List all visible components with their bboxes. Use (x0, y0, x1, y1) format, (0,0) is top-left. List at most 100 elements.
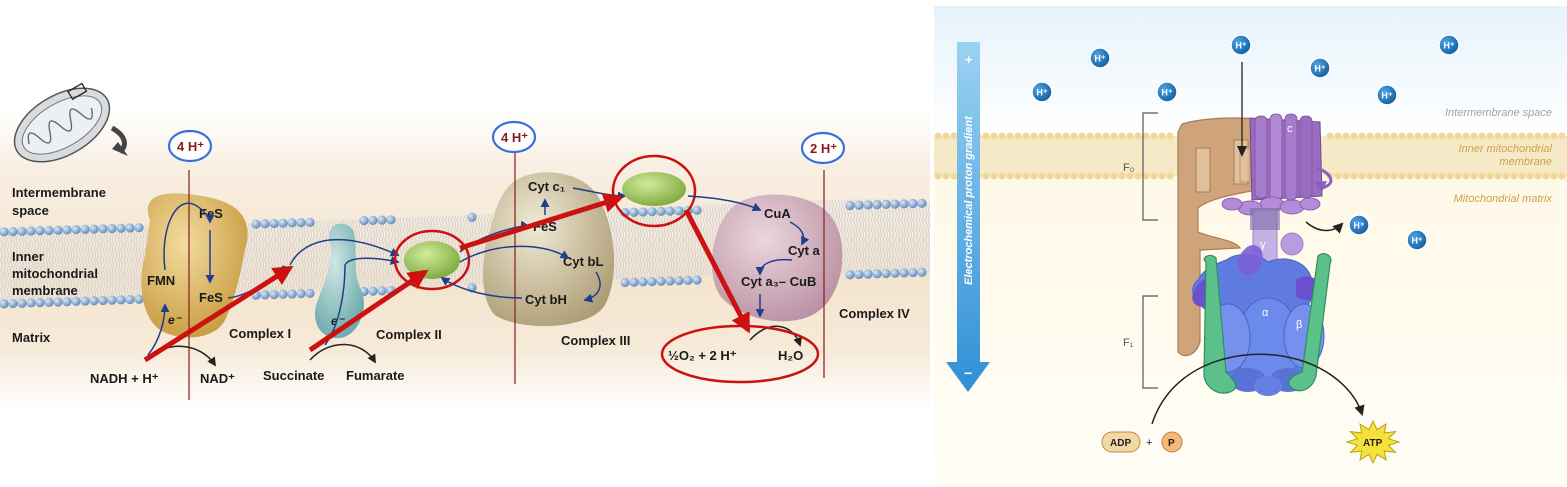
phospholipid-head (89, 224, 99, 234)
phospholipid-head (908, 198, 918, 209)
proton-label: H⁺ (1094, 54, 1105, 64)
membrane-head (1054, 172, 1062, 180)
gradient-minus: − (964, 365, 972, 381)
f0-label: F₀ (1123, 162, 1134, 174)
complex-iii-label: Complex III (561, 333, 630, 348)
cytochrome-c (622, 172, 686, 206)
phospholipid-head (260, 219, 270, 229)
oxygen-label: ½O₂ + 2 H⁺ (668, 348, 737, 363)
green-stalk-right (1288, 252, 1332, 392)
proton-badge-complex-iv: 2 H⁺ (800, 131, 846, 165)
phospholipid-head (674, 276, 684, 286)
membrane-head (942, 172, 950, 180)
phospholipid-head (80, 296, 90, 306)
phospholipid-head (125, 294, 135, 305)
phospholipid-head (125, 223, 135, 233)
phospholipid-head (278, 218, 288, 228)
membrane-head (1038, 132, 1046, 140)
inner-membrane-label-1: Inner (12, 249, 44, 264)
membrane-head (1478, 132, 1486, 140)
membrane-head (1086, 172, 1094, 180)
proton-icon: H⁺ (1031, 81, 1053, 103)
membrane-head (1326, 132, 1334, 140)
membrane-head (1102, 132, 1110, 140)
membrane-head (1022, 172, 1030, 180)
f1-bracket (1142, 295, 1158, 389)
membrane-head (1158, 132, 1166, 140)
membrane-head (1422, 172, 1430, 180)
phospholipid-head (62, 297, 72, 307)
membrane-head (1390, 172, 1398, 180)
membrane-head (1510, 172, 1518, 180)
phospholipid-head (71, 225, 81, 235)
adp-badge: ADP (1101, 431, 1141, 453)
membrane-head (1518, 172, 1526, 180)
cua-label: CuA (764, 206, 791, 221)
membrane-head (1054, 132, 1062, 140)
phospholipid-head (71, 296, 81, 306)
membrane-head (1486, 132, 1494, 140)
phospholipid-head (287, 289, 297, 299)
complex-i-arrow-in (147, 303, 170, 356)
atp-inner-label-1: Inner mitochondrial (1458, 143, 1552, 155)
complex-i-to-q-arrow (289, 239, 400, 266)
membrane-head (1126, 172, 1134, 180)
membrane-head (1558, 172, 1566, 180)
phospholipid-head (665, 206, 675, 216)
membrane-head (934, 172, 942, 180)
membrane-head (1382, 132, 1390, 140)
proton-label: H⁺ (1235, 41, 1246, 51)
membrane-head (1454, 172, 1462, 180)
electron-flow-highlight (143, 193, 751, 363)
membrane-head (1342, 132, 1350, 140)
alpha-label: α (1262, 307, 1269, 319)
phospholipid-head (8, 298, 18, 309)
phospholipid-head (917, 267, 927, 277)
membrane-head (1094, 132, 1102, 140)
phospholipid-head (674, 206, 684, 216)
phospholipid-head (620, 277, 630, 288)
phospholipid-head (26, 226, 36, 236)
phospholipid-head (656, 276, 666, 286)
phosphate-badge: P (1161, 431, 1183, 453)
membrane-head (1062, 132, 1070, 140)
membrane-head (1046, 172, 1054, 180)
phospholipid-head (467, 212, 477, 222)
phospholipid-head (854, 269, 864, 280)
phospholipid-head (269, 289, 279, 300)
atp-intermembrane-label: Intermembrane space (1445, 107, 1552, 119)
membrane-head (1134, 172, 1142, 180)
complex-i-fmn: FMN (147, 273, 175, 288)
membrane-head (1046, 132, 1054, 140)
phospholipid-head (35, 226, 45, 236)
membrane-head (1550, 132, 1558, 140)
membrane-head (1478, 172, 1486, 180)
phospholipid-head (368, 215, 378, 225)
membrane-head (1110, 132, 1118, 140)
phospholipid-head (0, 299, 9, 309)
atp-matrix-label: Mitochondrial matrix (1454, 193, 1553, 205)
phospholipid-head (890, 268, 900, 278)
water-label: H₂O (778, 348, 803, 363)
complex-i-fes-bottom: FeS (199, 290, 223, 305)
membrane-head (1390, 132, 1398, 140)
phospholipid-head (647, 276, 657, 287)
phospholipid-head (296, 289, 306, 299)
phospholipid-head (890, 199, 900, 209)
membrane-head (1534, 132, 1542, 140)
phospholipid-head (116, 295, 126, 305)
membrane-head (1446, 172, 1454, 180)
inner-membrane-label-2: mitochondrial (12, 266, 98, 281)
membrane-head (1166, 132, 1174, 140)
phospholipid-head (17, 226, 27, 236)
membrane-head (1398, 172, 1406, 180)
membrane-head (1502, 172, 1510, 180)
proton-badge-label: 4 H⁺ (501, 130, 528, 145)
nad-label: NAD⁺ (200, 371, 235, 386)
membrane-head (1150, 172, 1158, 180)
phospholipid-head (134, 223, 144, 233)
complex-i-arrow-fmn (163, 202, 215, 271)
membrane-head (1406, 172, 1414, 180)
cyt-c-highlight-ring (611, 154, 697, 228)
